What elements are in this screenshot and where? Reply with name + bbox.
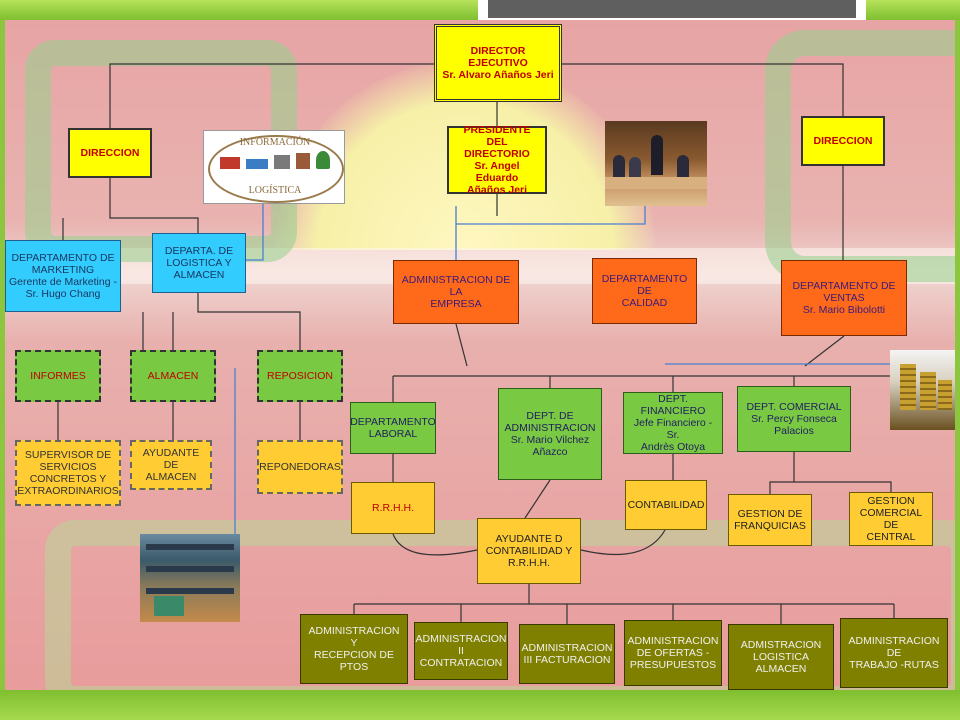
node-informes[interactable]: INFORMES xyxy=(15,350,101,402)
connector-rrhh-to-ayudante xyxy=(392,533,478,556)
warehouse-icon xyxy=(274,155,290,169)
node-ayudante-contabilidad[interactable]: AYUDANTE D CONTABILIDAD Y R.R.H.H. xyxy=(477,518,581,584)
node-marketing[interactable]: DEPARTAMENTO DE MARKETING Gerente de Mar… xyxy=(5,240,121,312)
node-dept-admin[interactable]: DEPT. DE ADMINISTRACION Sr. Mario Vilche… xyxy=(498,388,602,480)
coin-stack xyxy=(900,364,916,410)
logistica-logo-image: INFORMACIÓN LOGÍSTICA xyxy=(203,130,345,204)
truck-icon xyxy=(220,157,240,169)
node-admin-4[interactable]: ADMINISTRACION DE OFERTAS - PRESUPUESTOS xyxy=(624,620,722,686)
connector-logistica-bus xyxy=(197,293,301,350)
coins-photo xyxy=(890,350,955,430)
connector-comercial-to-franquicias xyxy=(769,452,795,494)
connector-contabilidad-to-ayudante xyxy=(580,529,666,556)
node-logistica[interactable]: DEPARTA. DE LOGISTICA Y ALMACEN xyxy=(152,233,246,293)
connector-blue-meeting xyxy=(456,206,646,225)
meeting-photo xyxy=(605,121,707,206)
node-comercial-central[interactable]: GESTION COMERCIAL DE CENTRAL xyxy=(849,492,933,546)
frame-bottom-bar xyxy=(0,690,960,720)
connector-dept-admin-to-ayudante xyxy=(524,479,551,519)
node-admin-5[interactable]: ADMISTRACION LOGISTICA ALMACEN xyxy=(728,624,834,690)
shelf-rack xyxy=(146,544,234,550)
boxes xyxy=(154,596,184,616)
person-silhouette xyxy=(677,155,689,177)
node-reposicion[interactable]: REPOSICION xyxy=(257,350,343,402)
shelf-rack xyxy=(146,566,234,572)
logo-ellipse xyxy=(208,135,344,203)
node-ventas[interactable]: DEPARTAMENTO DE VENTAS Sr. Mario Bibolot… xyxy=(781,260,907,336)
connector-admin-empresa-down xyxy=(455,323,468,367)
node-contabilidad[interactable]: CONTABILIDAD xyxy=(625,480,707,530)
conference-table xyxy=(605,177,707,189)
node-calidad[interactable]: DEPARTAMENTO DE CALIDAD xyxy=(592,258,697,324)
connector-comercial-to-central xyxy=(794,481,892,492)
node-reponedoras[interactable]: REPONEDORAS xyxy=(257,440,343,494)
node-financiero[interactable]: DEPT. FINANCIERO Jefe Financiero - Sr. A… xyxy=(623,392,723,454)
node-direccion-left[interactable]: DIRECCION xyxy=(68,128,152,178)
factory-icon xyxy=(296,153,310,169)
node-comercial[interactable]: DEPT. COMERCIAL Sr. Percy Fonseca Palaci… xyxy=(737,386,851,452)
top-tab-inner xyxy=(488,0,856,18)
connector-lines xyxy=(57,63,925,624)
ship-icon xyxy=(246,159,268,169)
node-direccion-right[interactable]: DIRECCION xyxy=(801,116,885,166)
coin-stack xyxy=(920,372,936,410)
node-director-ejecutivo[interactable]: DIRECTOR EJECUTIVO Sr. Alvaro Añaños Jer… xyxy=(434,24,562,102)
logo-title: INFORMACIÓN xyxy=(239,137,311,148)
node-presidente[interactable]: PRESIDENTE DEL DIRECTORIO Sr. Angel Edua… xyxy=(447,124,547,196)
node-admin-empresa[interactable]: ADMINISTRACION DE LA EMPRESA xyxy=(393,260,519,324)
person-silhouette xyxy=(613,155,625,177)
warehouse-photo xyxy=(140,534,240,622)
node-supervisor[interactable]: SUPERVISOR DE SERVICIOS CONCRETOS Y EXTR… xyxy=(15,440,121,506)
node-admin-1[interactable]: ADMINISTRACION Y RECEPCION DE PTOS xyxy=(300,614,408,684)
node-laboral[interactable]: DEPARTAMENTO LABORAL xyxy=(350,402,436,454)
connector-ventas-down xyxy=(804,335,845,367)
node-admin-3[interactable]: ADMINISTRACION III FACTURACION xyxy=(519,624,615,684)
connector-direccion-left-bus xyxy=(109,178,199,233)
person-silhouette xyxy=(651,135,663,175)
logo-subtitle: LOGÍSTICA xyxy=(248,185,302,196)
node-almacen[interactable]: ALMACEN xyxy=(130,350,216,402)
person-silhouette xyxy=(629,157,641,177)
shelf-rack xyxy=(146,588,234,594)
node-ayudante-almacen[interactable]: AYUDANTE DE ALMACEN xyxy=(130,440,212,490)
coin-stack xyxy=(938,380,952,410)
node-rrhh[interactable]: R.R.H.H. xyxy=(351,482,435,534)
tree-icon xyxy=(316,151,330,169)
node-admin-2[interactable]: ADMINISTRACION II CONTRATACION xyxy=(414,622,508,680)
node-admin-6[interactable]: ADMINISTRACION DE TRABAJO -RUTAS xyxy=(840,618,948,688)
org-chart-canvas: DIRECTOR EJECUTIVO Sr. Alvaro Añaños Jer… xyxy=(5,20,955,690)
node-franquicias[interactable]: GESTION DE FRANQUICIAS xyxy=(728,494,812,546)
